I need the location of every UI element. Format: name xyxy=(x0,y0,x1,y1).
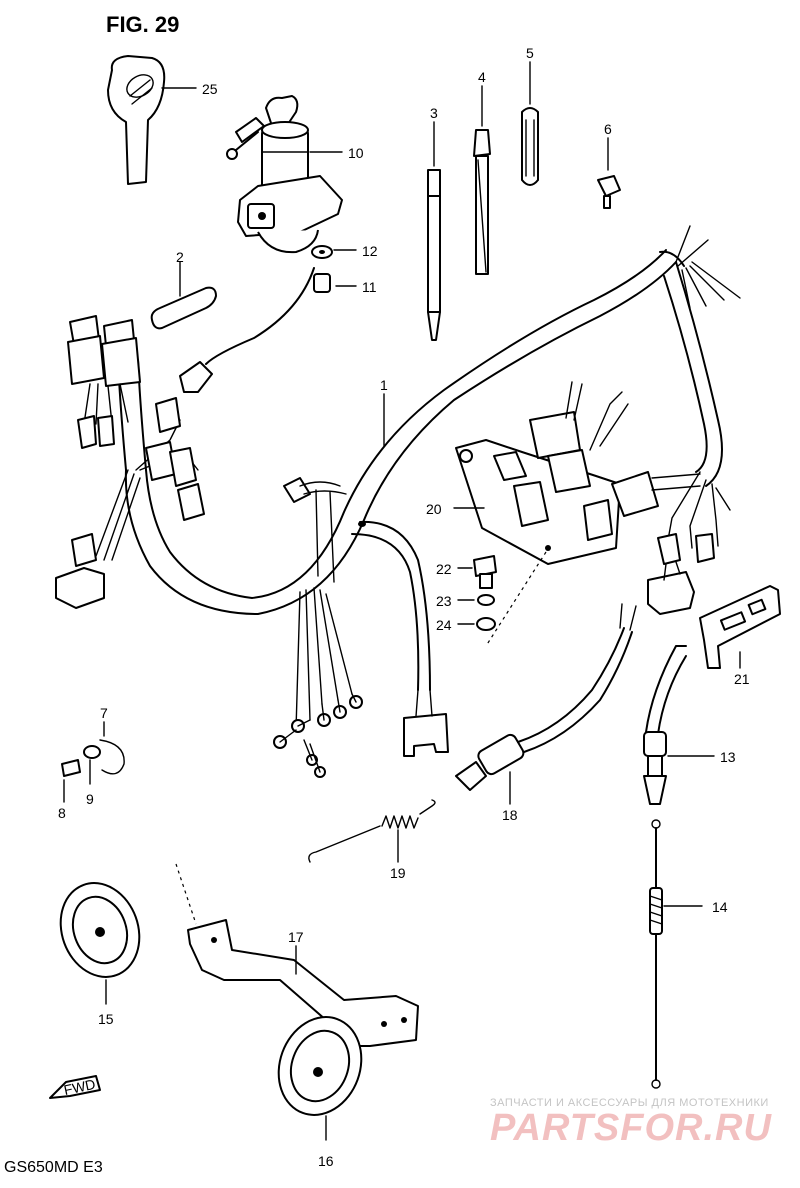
clamp-3-part xyxy=(427,121,441,341)
callout-15: 15 xyxy=(98,1011,114,1027)
connector-11-part xyxy=(313,273,357,293)
callout-21: 21 xyxy=(734,671,750,687)
callout-12: 12 xyxy=(362,243,378,259)
key-part xyxy=(107,55,197,185)
callout-20: 20 xyxy=(426,501,442,517)
callout-25: 25 xyxy=(202,81,218,97)
callout-11: 11 xyxy=(362,279,377,295)
harness-connector-bottom xyxy=(403,713,449,757)
callout-9: 9 xyxy=(86,791,94,807)
callout-10: 10 xyxy=(348,145,364,161)
horn-bracket-17-part xyxy=(175,863,419,1047)
sensor-13-part xyxy=(643,645,715,805)
callout-13: 13 xyxy=(720,749,736,765)
clip-5-part xyxy=(521,61,539,186)
callout-17: 17 xyxy=(288,929,304,945)
ignition-switch-part xyxy=(226,95,343,254)
fwd-arrow-icon xyxy=(49,1075,101,1099)
fwd-label: FWD xyxy=(62,1076,97,1098)
watermark-brand: PARTSFOR.RU xyxy=(490,1107,772,1149)
model-code: GS650MD E3 xyxy=(4,1159,103,1176)
regulator-bracket-part xyxy=(453,381,731,615)
callout-16: 16 xyxy=(318,1153,334,1169)
callout-24: 24 xyxy=(436,617,452,633)
callout-2: 2 xyxy=(176,249,184,265)
washer-23-part xyxy=(457,594,495,606)
callout-19: 19 xyxy=(390,865,406,881)
switch-lead xyxy=(205,267,315,365)
callout-14: 14 xyxy=(712,899,728,915)
watermark-tagline: ЗАПЧАСТИ И АКСЕССУАРЫ ДЛЯ МОТОТЕХНИКИ xyxy=(490,1097,769,1109)
callout-23: 23 xyxy=(436,593,452,609)
rod-14-part xyxy=(649,819,703,1089)
callout-18: 18 xyxy=(502,807,518,823)
clamp-4-part xyxy=(473,85,491,275)
neutral-switch-18-part xyxy=(455,603,637,805)
assembly-line xyxy=(485,551,547,647)
harness-connector-top xyxy=(283,477,311,503)
spring-19-part xyxy=(308,799,436,863)
switch-connector xyxy=(179,361,213,393)
callout-22: 22 xyxy=(436,561,452,577)
horn-15-part xyxy=(59,882,141,1005)
ring-terminals xyxy=(273,693,363,778)
callout-8: 8 xyxy=(58,805,66,821)
fuse-part xyxy=(150,261,217,330)
horn-16-part xyxy=(277,1016,363,1141)
washer-24-part xyxy=(457,617,496,631)
callout-5: 5 xyxy=(526,45,534,61)
wiring-harness-part xyxy=(95,225,741,731)
callout-3: 3 xyxy=(430,105,438,121)
callout-6: 6 xyxy=(604,121,612,137)
clamp-7-8-9-parts xyxy=(61,721,125,803)
callout-labels: 1 2 3 4 5 6 7 8 9 10 11 12 13 14 15 16 1… xyxy=(58,45,750,1169)
callout-7: 7 xyxy=(100,705,108,721)
callout-1: 1 xyxy=(380,377,388,393)
figure-title: FIG. 29 xyxy=(106,12,179,37)
callout-4: 4 xyxy=(478,69,486,85)
bolt-22-part xyxy=(457,555,497,589)
clip-6-part xyxy=(597,137,621,209)
left-connector-cluster xyxy=(55,315,205,609)
washer-12-part xyxy=(311,245,357,259)
bracket-21-part xyxy=(699,585,781,669)
